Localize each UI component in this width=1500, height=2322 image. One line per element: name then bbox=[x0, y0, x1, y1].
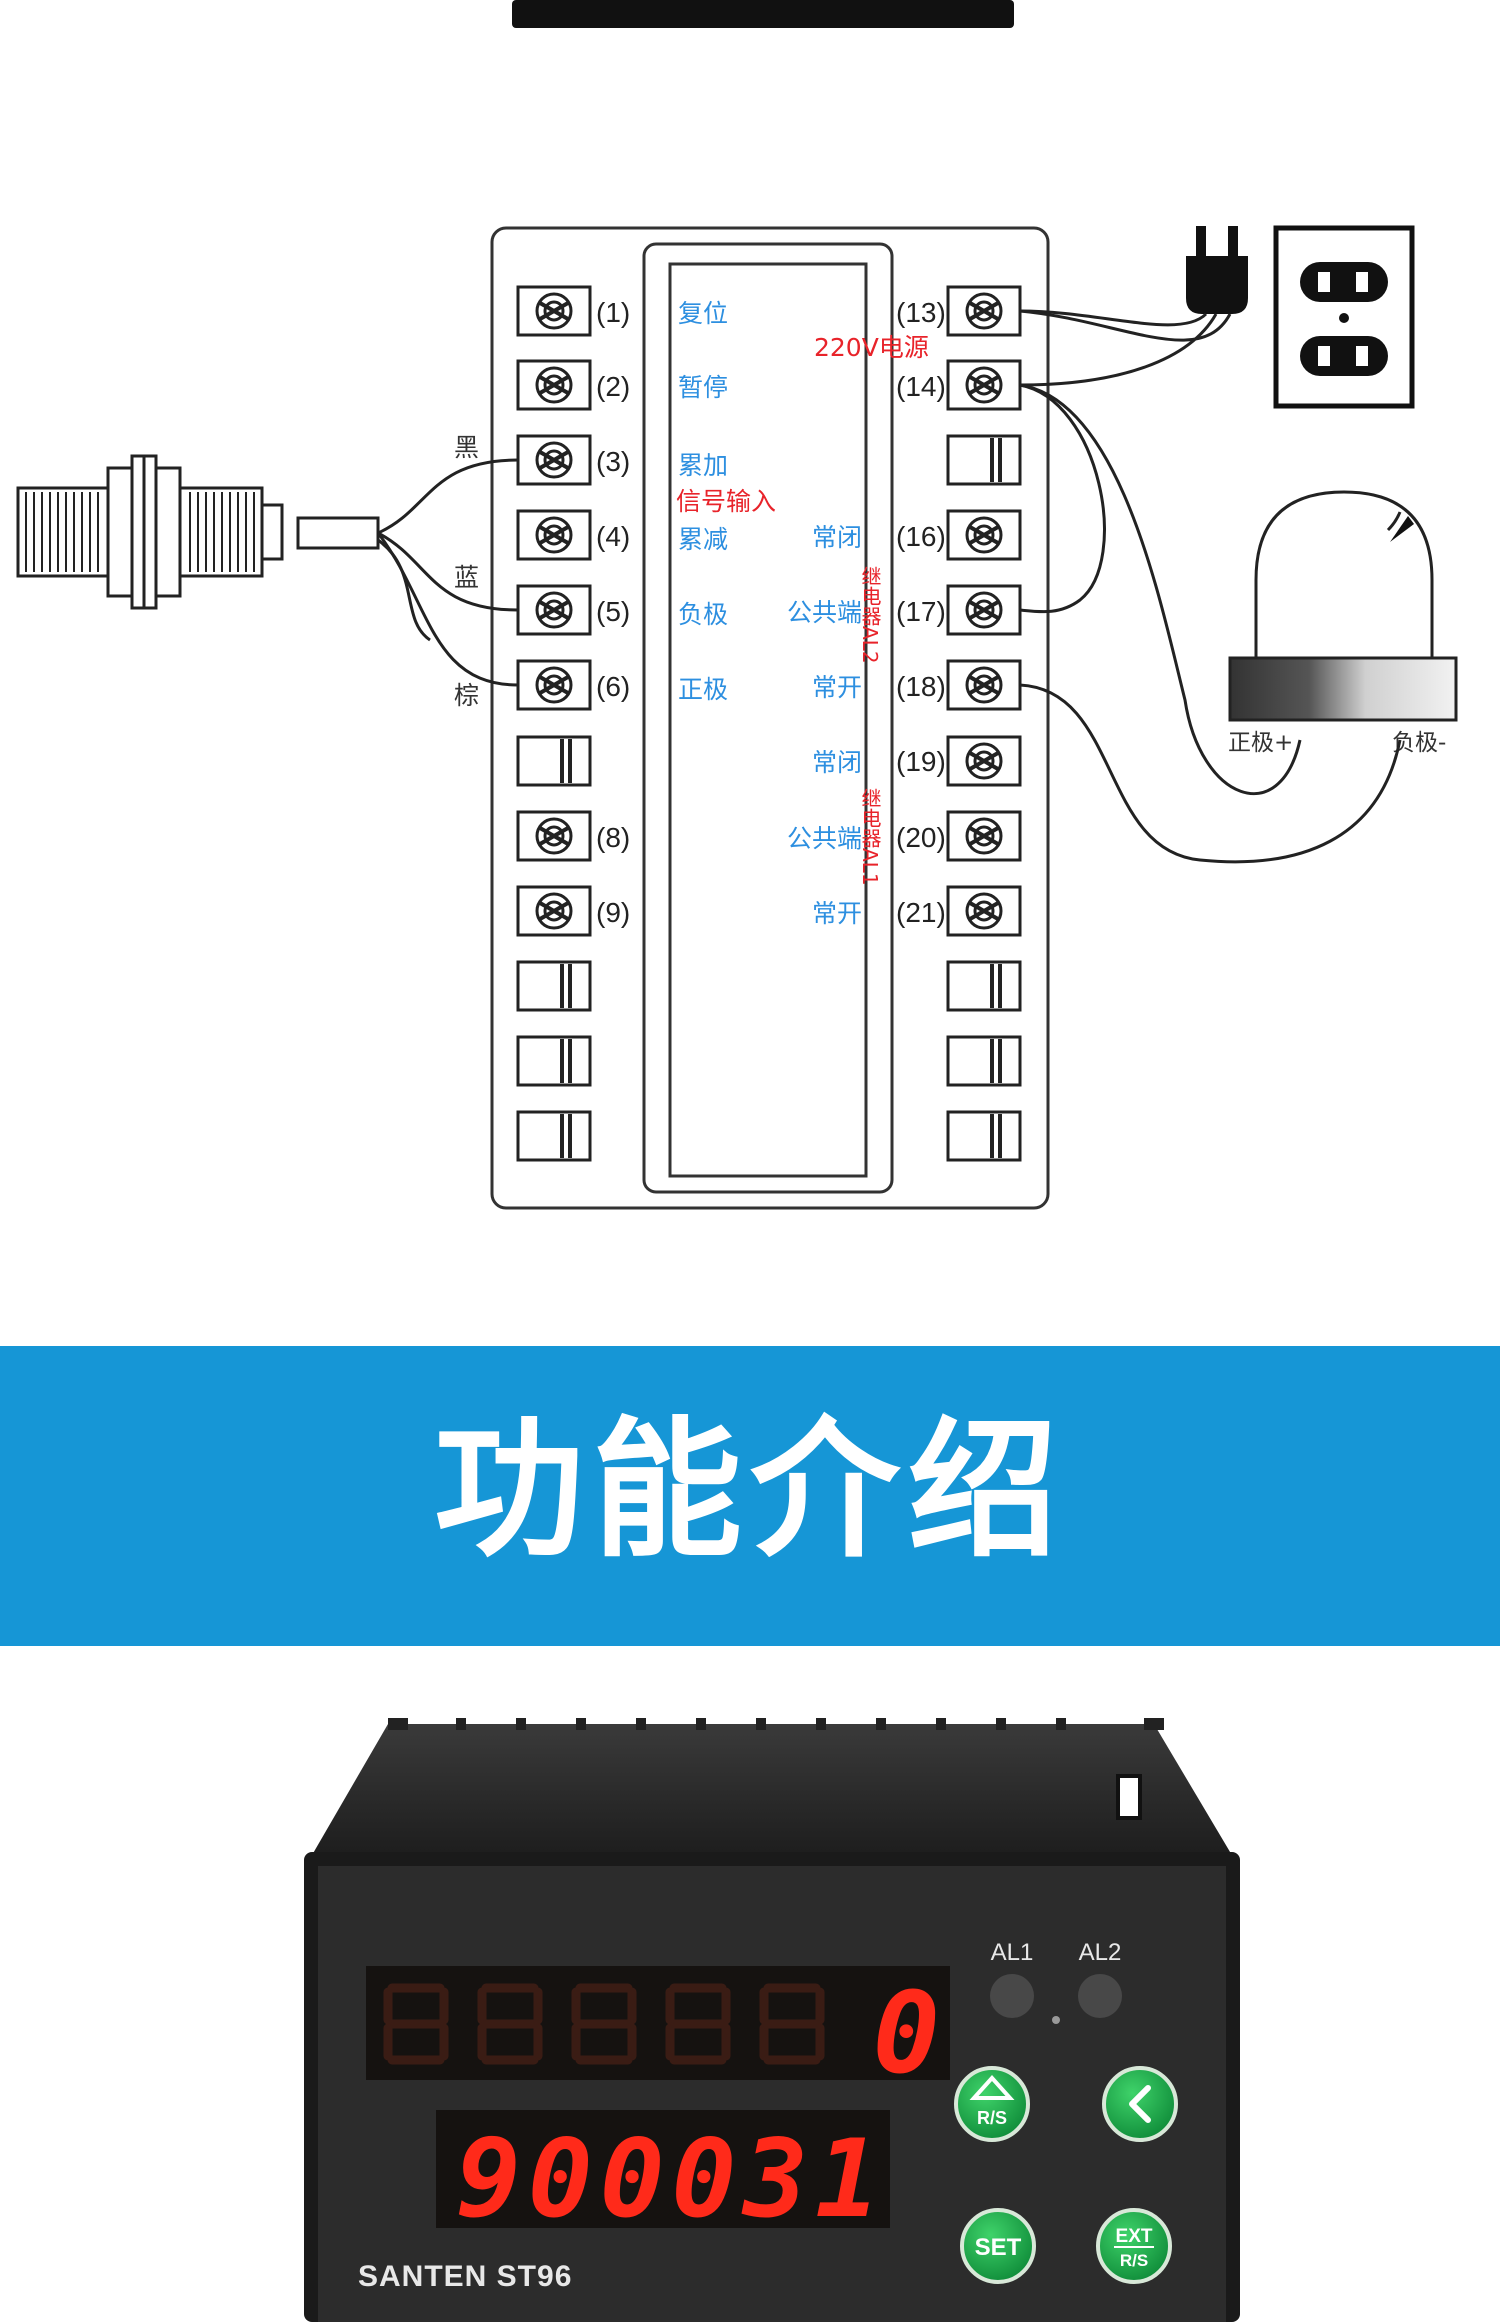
indicator-dot bbox=[1052, 2016, 1060, 2024]
label-al2-common: 公共端 bbox=[787, 598, 862, 627]
label-reset: 复位 bbox=[678, 299, 728, 328]
power-plug-icon bbox=[1186, 226, 1248, 314]
label-al1-no: 常开 bbox=[812, 899, 862, 928]
label-relay-al2: 继电器AL2 bbox=[858, 566, 882, 664]
alarm-lamp-icon bbox=[1228, 490, 1458, 722]
wire-blue-label: 蓝 bbox=[454, 563, 479, 592]
label-signal-input: 信号输入 bbox=[676, 487, 776, 516]
ext-label: EXT bbox=[1116, 2226, 1153, 2247]
label-pause: 暂停 bbox=[678, 373, 728, 402]
center-panel-inner bbox=[668, 262, 868, 1178]
device-face bbox=[318, 1866, 1226, 2322]
rs-up-button[interactable]: R/S bbox=[954, 2066, 1030, 2142]
display-top-ghost-digits bbox=[383, 1983, 825, 2065]
center-panel bbox=[642, 242, 894, 1194]
terminal-num: (14) bbox=[896, 371, 946, 402]
wall-outlet-icon bbox=[1273, 225, 1415, 409]
terminal-num: (17) bbox=[896, 596, 946, 627]
shift-left-button[interactable] bbox=[1102, 2066, 1178, 2142]
terminal-num: (1) bbox=[596, 297, 630, 328]
terminal-num: (16) bbox=[896, 521, 946, 552]
label-positive: 正极 bbox=[678, 675, 728, 704]
terminal-num: (9) bbox=[596, 897, 630, 928]
lamp-negative-label: 负极- bbox=[1392, 730, 1446, 756]
sensor-wires bbox=[376, 458, 519, 687]
chevron-left-icon bbox=[1129, 2085, 1151, 2123]
wire-brown-label: 棕 bbox=[454, 681, 479, 710]
terminal-num: (2) bbox=[596, 371, 630, 402]
terminal-num: (13) bbox=[896, 297, 946, 328]
ext-rs-label: R/S bbox=[1120, 2251, 1148, 2270]
device-housing-top bbox=[308, 1718, 1236, 1862]
label-count-up: 累加 bbox=[678, 451, 728, 480]
terminal-num: (6) bbox=[596, 671, 630, 702]
terminal-num: (20) bbox=[896, 822, 946, 853]
wiring-diagram: (1) (2) (3) (4) (5) (6) (8) (9) (13) (14… bbox=[16, 0, 1458, 1210]
indicator-al2-led bbox=[1078, 1974, 1122, 2018]
label-negative: 负极 bbox=[678, 600, 728, 629]
power-wires bbox=[1019, 309, 1402, 864]
label-220v-power: 220V电源 bbox=[814, 333, 929, 362]
display-bottom bbox=[436, 2110, 890, 2228]
indicator-al1-led bbox=[990, 1974, 1034, 2018]
label-al1-nc: 常闭 bbox=[812, 748, 862, 777]
indicator-al2-label: AL2 bbox=[1079, 1939, 1122, 1966]
label-al1-common: 公共端 bbox=[787, 824, 862, 853]
terminal-num: (8) bbox=[596, 822, 630, 853]
terminal-num: (3) bbox=[596, 446, 630, 477]
wire-black-label: 黑 bbox=[454, 433, 479, 462]
indicator-al1-label: AL1 bbox=[991, 1939, 1034, 1966]
section-banner: 功能介绍 bbox=[0, 1346, 1500, 1646]
set-button[interactable]: SET bbox=[960, 2208, 1036, 2284]
label-al2-nc: 常闭 bbox=[812, 523, 862, 552]
proximity-sensor-icon bbox=[16, 454, 380, 610]
ext-rs-button[interactable]: EXT R/S bbox=[1096, 2208, 1172, 2284]
terminal-num: (21) bbox=[896, 897, 946, 928]
terminal-num: (4) bbox=[596, 521, 630, 552]
banner-title: 功能介绍 bbox=[433, 1404, 1066, 1578]
label-relay-al1: 继电器AL1 bbox=[858, 788, 882, 886]
brand-label: SANTEN ST96 bbox=[358, 2260, 572, 2293]
lamp-positive-label: 正极+ bbox=[1228, 730, 1293, 756]
device-bottom-edge bbox=[512, 0, 1014, 28]
rs-label: R/S bbox=[977, 2108, 1007, 2128]
terminal-num: (5) bbox=[596, 596, 630, 627]
terminal-num: (19) bbox=[896, 746, 946, 777]
set-label: SET bbox=[975, 2234, 1022, 2261]
label-count-down: 累减 bbox=[678, 525, 728, 554]
label-al2-no: 常开 bbox=[812, 673, 862, 702]
display-top-value: 0 bbox=[873, 1969, 940, 2099]
terminal-num: (18) bbox=[896, 671, 946, 702]
up-arrow-icon bbox=[969, 2075, 1015, 2100]
counter-device: 0 900031 AL1 AL2 R/S SET EXT R/S SANTEN … bbox=[304, 1718, 1240, 2322]
display-top bbox=[366, 1966, 950, 2080]
